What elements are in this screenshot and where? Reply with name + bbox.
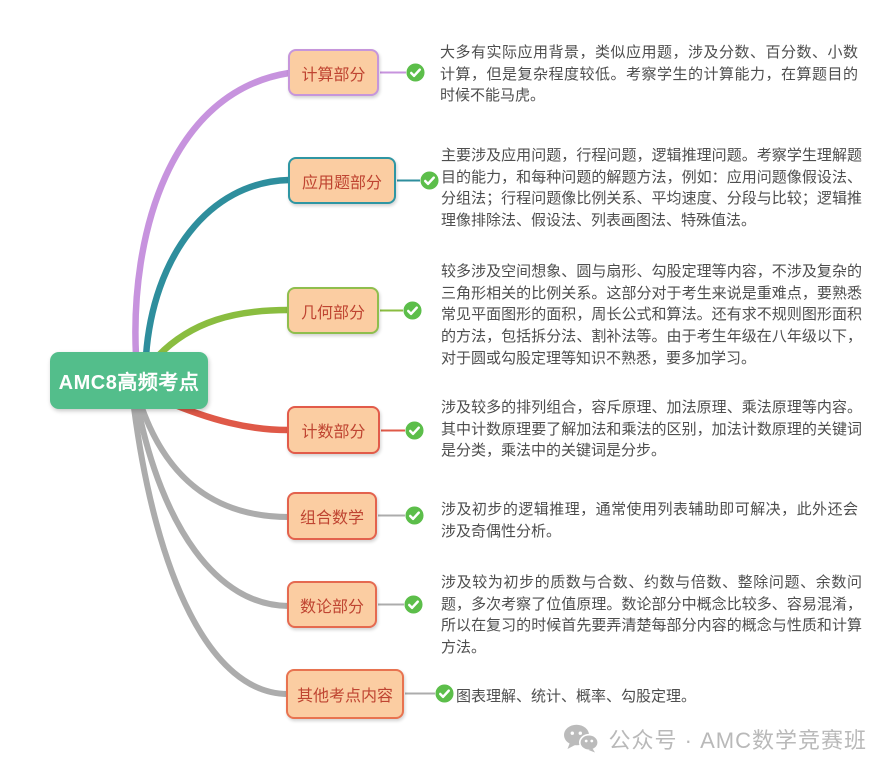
wechat-icon [563, 724, 599, 753]
root-node-label: AMC8高频考点 [58, 372, 200, 394]
branch-curve-word [142, 176, 293, 360]
check-icon[interactable] [435, 684, 454, 703]
topic-node-calc[interactable]: 计算部分 [288, 49, 379, 96]
topic-node-counting[interactable]: 计数部分 [287, 406, 380, 454]
topic-desc-number-theory: 涉及较为初步的质数与合数、约数与倍数、整除问题、余数问题，多次考察了位值原理。数… [441, 574, 862, 657]
topic-label: 计算部分 [301, 66, 366, 84]
branch-curve-number-theory [135, 405, 292, 609]
watermark-text: 公众号 · AMC数学竞赛班 [608, 728, 867, 753]
branch-curve-combinatorics [139, 405, 292, 520]
topic-node-combinatorics[interactable]: 组合数学 [287, 492, 377, 540]
topic-desc-calc: 大多有实际应用背景，类似应用题，涉及分数、百分数、小数计算，但是复杂程度较低。考… [440, 44, 858, 105]
topic-node-geometry[interactable]: 几何部分 [287, 287, 379, 334]
root-node-amc8[interactable]: AMC8高频考点 [50, 352, 208, 409]
topic-label: 数论部分 [299, 598, 364, 616]
topic-desc-geometry: 较多涉及空间想象、圆与扇形、勾股定理等内容，不涉及复杂的三角形相关的比例关系。这… [441, 263, 862, 367]
topic-label: 组合数学 [299, 510, 364, 527]
topic-label: 计数部分 [301, 424, 366, 441]
check-icon[interactable] [406, 63, 425, 82]
topic-node-word-problems[interactable]: 应用题部分 [288, 157, 396, 204]
check-icon[interactable] [420, 171, 439, 190]
topic-node-number-theory[interactable]: 数论部分 [287, 581, 377, 628]
topic-label: 几何部分 [300, 304, 365, 322]
branch-curve-calc [132, 69, 293, 360]
topic-desc-counting: 涉及较多的排列组合，容斥原理、加法原理、乘法原理等内容。其中计数原理要了解加法和… [441, 399, 862, 460]
topic-desc-others: 图表理解、统计、概率、勾股定理。 [456, 688, 697, 705]
check-icon[interactable] [405, 506, 424, 525]
topic-node-others[interactable]: 其他考点内容 [286, 669, 404, 719]
topic-label: 其他考点内容 [296, 688, 393, 705]
branch-curve-geometry [154, 306, 292, 360]
check-icon[interactable] [404, 595, 423, 614]
topic-desc-word-problems: 主要涉及应用问题，行程问题，逻辑推理问题。考察学生理解题目的能力，和每种问题的解… [441, 147, 862, 230]
check-icon[interactable] [405, 421, 424, 440]
topic-desc-combinatorics: 涉及初步的逻辑推理，通常使用列表辅助即可解决，此外还会涉及奇偶性分析。 [441, 501, 858, 540]
watermark-footer: 公众号 · AMC数学竞赛班 [563, 723, 867, 755]
branch-curve-others [131, 405, 291, 697]
check-icon[interactable] [403, 301, 422, 320]
topic-label: 应用题部分 [301, 174, 382, 192]
